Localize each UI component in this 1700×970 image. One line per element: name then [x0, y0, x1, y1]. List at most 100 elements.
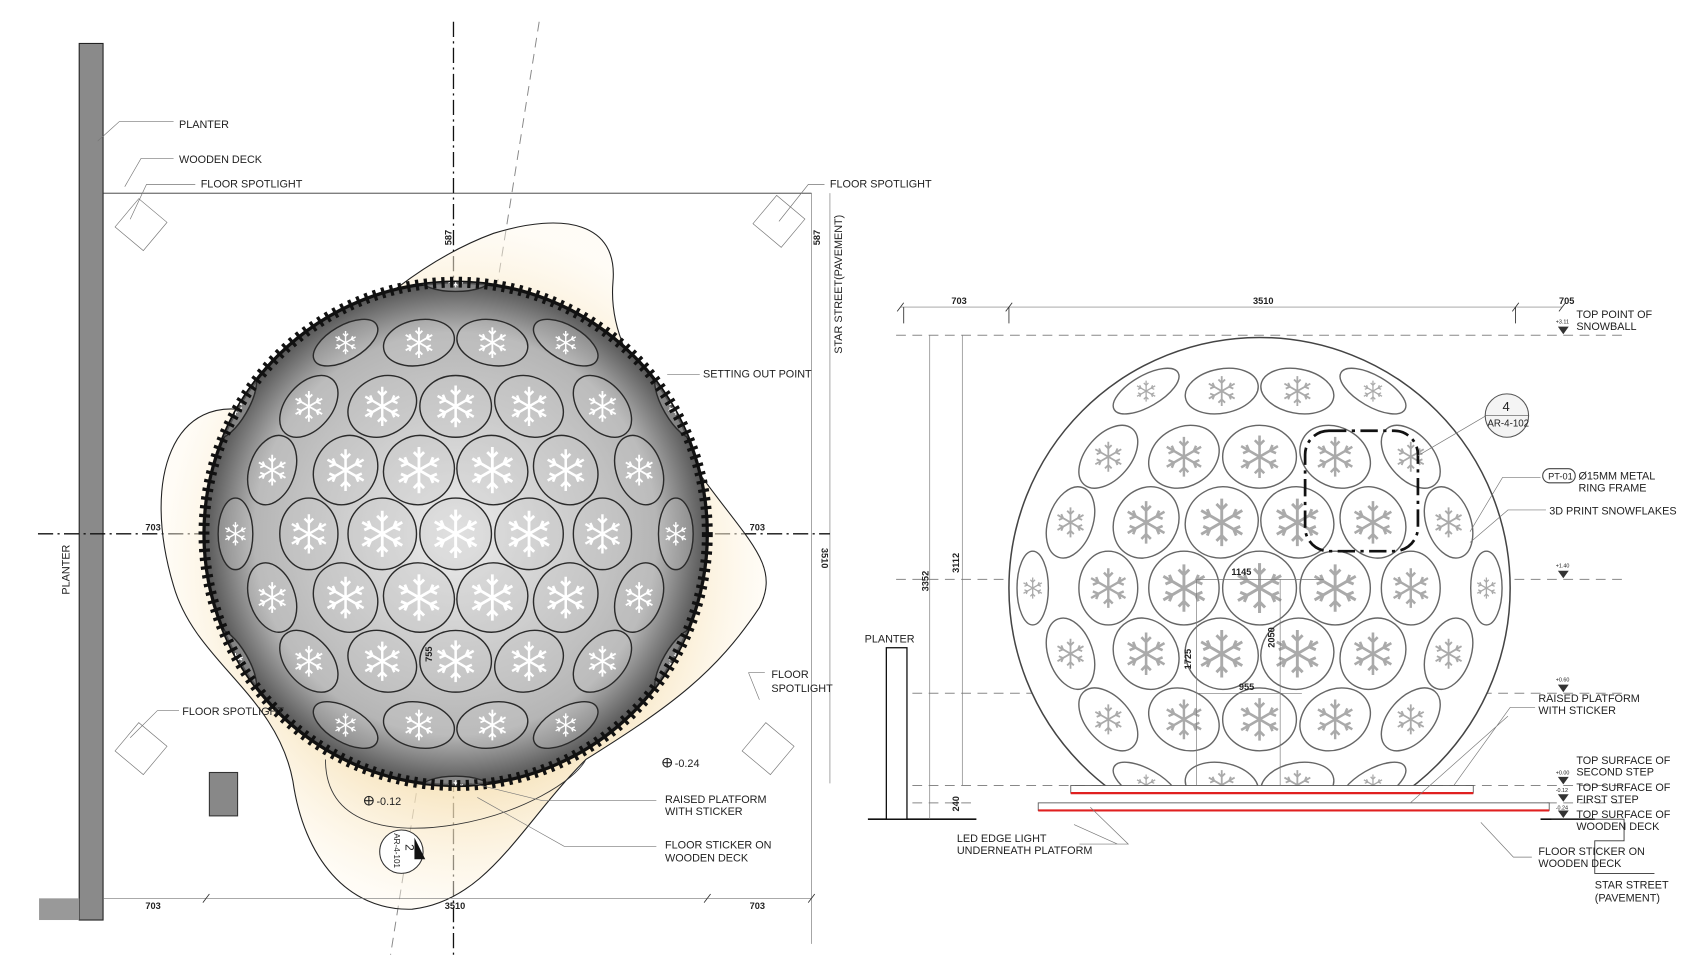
ring-frame — [1078, 424, 1139, 489]
dim-label: 703 — [750, 901, 765, 911]
spotlight-tl — [114, 198, 168, 252]
planter-base — [39, 898, 80, 921]
detail-sheet: AR-4-102 — [1487, 418, 1529, 429]
ring-frame — [1299, 550, 1372, 626]
second-step-label: SECOND STEP — [1576, 767, 1654, 779]
level-symbols — [1557, 326, 1569, 819]
raised-platform-label: WITH STICKER — [1538, 705, 1616, 717]
spotlight-bl — [114, 722, 168, 776]
ring-frame — [1112, 486, 1180, 559]
equipment-box — [208, 771, 239, 817]
ring-frame — [1380, 687, 1441, 752]
dim-label: 703 — [750, 523, 765, 533]
ring-frame — [1221, 550, 1298, 626]
ring-frame — [1045, 486, 1096, 559]
ring-frame — [1299, 424, 1372, 489]
led-light-label: UNDERNEATH PLATFORM — [957, 845, 1093, 857]
level-marker: -0.12 — [363, 795, 401, 808]
ring-frame — [1380, 550, 1441, 626]
detail-marker[interactable]: 4 AR-4-102 — [1484, 393, 1530, 438]
material-tag — [1542, 468, 1576, 484]
ring-frame-label: Ø15MM METAL — [1578, 471, 1655, 483]
planter-wall — [78, 42, 104, 921]
dim-label: 3510 — [445, 901, 466, 911]
section-number: 2 — [403, 844, 417, 851]
ring-frame — [1380, 424, 1441, 489]
ring-frame — [1260, 367, 1335, 415]
floor-sticker-label: FLOOR STICKER ON — [665, 839, 772, 851]
first-step-platform — [1037, 802, 1550, 811]
floor-spotlight-label: FLOOR SPOTLIGHT — [182, 706, 284, 718]
level-value: +1.40 — [1556, 563, 1570, 569]
ring-frame — [1112, 367, 1180, 415]
detail-number: 4 — [1503, 399, 1510, 414]
floor-sticker-label: FLOOR STICKER ON — [1538, 846, 1645, 858]
section-marker[interactable]: 2 AR-4-101 — [379, 829, 426, 874]
plan-view: PLANTER WOODEN DECK FLOOR SPOTLIGHT FLOO… — [37, 21, 932, 955]
elevation-view: 703 3510 705 3352 3112 240 PLANTER 1145 … — [865, 296, 1677, 905]
ring-frame — [1470, 550, 1503, 626]
dim-label: 705 — [1559, 296, 1574, 306]
ring-frame — [1148, 550, 1220, 626]
snowflakes-label: 3D PRINT SNOWFLAKES — [1549, 505, 1676, 517]
dim-label: 703 — [145, 901, 160, 911]
interior-dims — [1196, 579, 1324, 786]
floor-spotlight-label: FLOOR SPOTLIGHT — [201, 179, 303, 191]
ring-frame — [1221, 424, 1298, 489]
floor-spotlights — [114, 194, 806, 776]
ring-frame — [1016, 550, 1050, 626]
ring-frame — [1339, 617, 1407, 691]
first-step-label: TOP SURFACE OF — [1576, 782, 1670, 794]
spotlight-br — [741, 722, 795, 776]
floor-spotlight-label: SPOTLIGHT — [771, 683, 833, 695]
dim-label: 955 — [1239, 682, 1254, 692]
ring-frame — [1184, 486, 1259, 559]
ring-frame — [1045, 617, 1096, 691]
dim-label: 1725 — [1183, 649, 1193, 670]
ring-frame — [1184, 367, 1259, 415]
dim-label: 2050 — [1267, 627, 1277, 648]
level-value: -0.12 — [376, 796, 401, 808]
raised-platform-label: RAISED PLATFORM — [665, 794, 766, 806]
deck-surface-label: WOODEN DECK — [1576, 821, 1660, 833]
planter-label: PLANTER — [179, 119, 229, 131]
ring-frame — [419, 282, 493, 293]
level-value: -0.12 — [1556, 788, 1568, 794]
dim-label: 1145 — [1231, 567, 1251, 577]
leader-lines — [97, 121, 825, 847]
ring-frame — [1112, 617, 1180, 691]
section-sheet: AR-4-101 — [392, 833, 401, 868]
wooden-deck-label: WOODEN DECK — [179, 154, 263, 166]
dim-label: 3510 — [819, 548, 829, 569]
dim-label: 703 — [951, 296, 966, 306]
ring-frame — [1184, 617, 1259, 691]
floor-spotlight-label: FLOOR SPOTLIGHT — [830, 179, 932, 191]
dim-label: 3352 — [921, 571, 931, 592]
level-values: +3.11 +1.40 +0.60 +0.00 -0.12 -0.24 — [1556, 319, 1570, 811]
ring-frame — [1148, 687, 1220, 752]
ring-frame — [1148, 424, 1220, 489]
ring-frame-label: RING FRAME — [1578, 483, 1646, 495]
spotlight-tr — [752, 194, 806, 248]
deck-surface-label: TOP SURFACE OF — [1576, 809, 1670, 821]
star-street-label: STAR STREET(PAVEMENT) — [833, 215, 845, 354]
level-value: +0.00 — [1556, 771, 1570, 777]
ring-frame — [1078, 550, 1139, 626]
dim-label: 3112 — [951, 553, 961, 573]
level-value: -0.24 — [675, 758, 700, 770]
ring-frame — [1260, 486, 1335, 559]
platform-edge — [325, 759, 587, 829]
dim-label: 755 — [424, 646, 434, 661]
ring-frame — [1339, 367, 1407, 415]
detail-callout-box[interactable] — [1303, 429, 1420, 553]
ring-frame — [1078, 687, 1139, 752]
dim-label: 240 — [951, 796, 961, 811]
level-value: +3.11 — [1556, 319, 1569, 325]
ring-frame — [1221, 687, 1298, 752]
second-step-platform — [1070, 785, 1474, 794]
dim-ticks — [202, 893, 816, 903]
material-tag-text: PT-01 — [1548, 472, 1573, 482]
ring-frame — [1423, 617, 1474, 691]
